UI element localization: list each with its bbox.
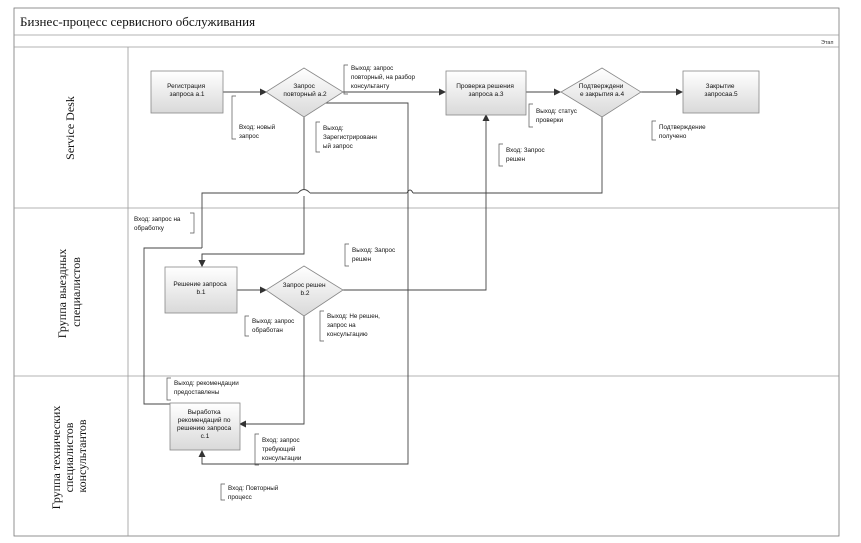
- lane-label-field-specialists: Группа выездных специалистов: [55, 246, 83, 339]
- flow-a4-b1-jump-1: [297, 189, 311, 194]
- annotation-a4-output: Подтверждение получено: [659, 124, 707, 140]
- annotation-b2-output-solved: Выход: Запрос решен: [352, 247, 397, 263]
- node-a5-label: Закрытие запросаа.5: [704, 83, 738, 98]
- node-a1-box: [150, 70, 224, 114]
- node-a4: Подтверждени е закрытия а.4: [560, 67, 642, 118]
- annotation-a3-output: Выход: статус проверки: [536, 108, 579, 124]
- node-b2-label: Запрос решен b.2: [283, 282, 328, 297]
- node-a1: Регистрация запроса а.1: [150, 70, 224, 114]
- node-b2-diamond: [265, 265, 344, 317]
- flow-b2-a3: [343, 114, 490, 291]
- annotation-a2-output-repeat: Выход: запрос повторный, на разбор консу…: [351, 65, 417, 90]
- annotation-b1-input: Вход: запрос на обработку: [134, 216, 182, 232]
- node-a2-diamond: [265, 67, 344, 118]
- flow-b2-c1: [239, 316, 305, 428]
- node-b2: Запрос решен b.2: [265, 265, 344, 317]
- annotation-b1-output: Выход: запрос обработан: [252, 318, 296, 334]
- annotation-b2-output-unsolved: Выход: Не решен, запрос на консультацию: [327, 313, 382, 338]
- node-a3-box: [445, 70, 527, 116]
- annotation-a1-input: Вход: новый запрос: [239, 123, 277, 140]
- lane-label-service-desk: Service Desk: [63, 96, 77, 160]
- node-b1-label: Решение запроса b.1: [173, 281, 228, 296]
- flow-a4-b1-jump-2: [406, 189, 414, 194]
- annotation-brackets: [166, 64, 656, 501]
- node-b1: Решение запроса b.1: [164, 266, 238, 314]
- diagram-frame: [13, 7, 840, 537]
- connectors: [143, 88, 683, 465]
- node-c1-label: Выработка рекомендаций по решению запрос…: [177, 408, 233, 440]
- node-c1: Выработка рекомендаций по решению запрос…: [169, 402, 241, 451]
- node-a5-box: [682, 70, 760, 114]
- node-a3-label: Проверка решения запроса а.3: [456, 83, 516, 98]
- annotation-c1-input-consult: Вход: запрос требующий консультации: [262, 437, 302, 462]
- node-a3: Проверка решения запроса а.3: [445, 70, 527, 116]
- node-a2: Запрос повторный а.2: [265, 67, 344, 118]
- node-a5: Закрытие запросаа.5: [682, 70, 760, 114]
- node-a4-diamond: [560, 67, 642, 118]
- node-a1-label: Регистрация запроса а.1: [167, 83, 207, 98]
- annotation-a3-input: Вход: Запрос решен: [506, 147, 546, 163]
- flow-c1-b1: [143, 247, 202, 405]
- node-c1-box: [169, 402, 241, 451]
- annotation-c1-output: Выход: рекомендации предоставлены: [174, 380, 241, 396]
- stage-label: Этап: [821, 40, 833, 46]
- lane-label-tech-consultants: Группа технических специалистов консульт…: [49, 403, 89, 510]
- diagram-title: Бизнес-процесс сервисного обслуживания: [20, 14, 255, 29]
- flow-a4-b1: [202, 117, 603, 266]
- node-b1-box: [164, 266, 238, 314]
- flow-a2-c1: [198, 102, 409, 465]
- node-a2-label: Запрос повторный а.2: [283, 83, 327, 98]
- node-a4-label: Подтверждени е закрытия а.4: [579, 83, 625, 98]
- annotation-c1-input-repeat: Вход: Повторный процесс: [228, 484, 280, 501]
- annotation-a2-output-registered: Выход: Зарегистрированн ый запрос: [323, 125, 379, 150]
